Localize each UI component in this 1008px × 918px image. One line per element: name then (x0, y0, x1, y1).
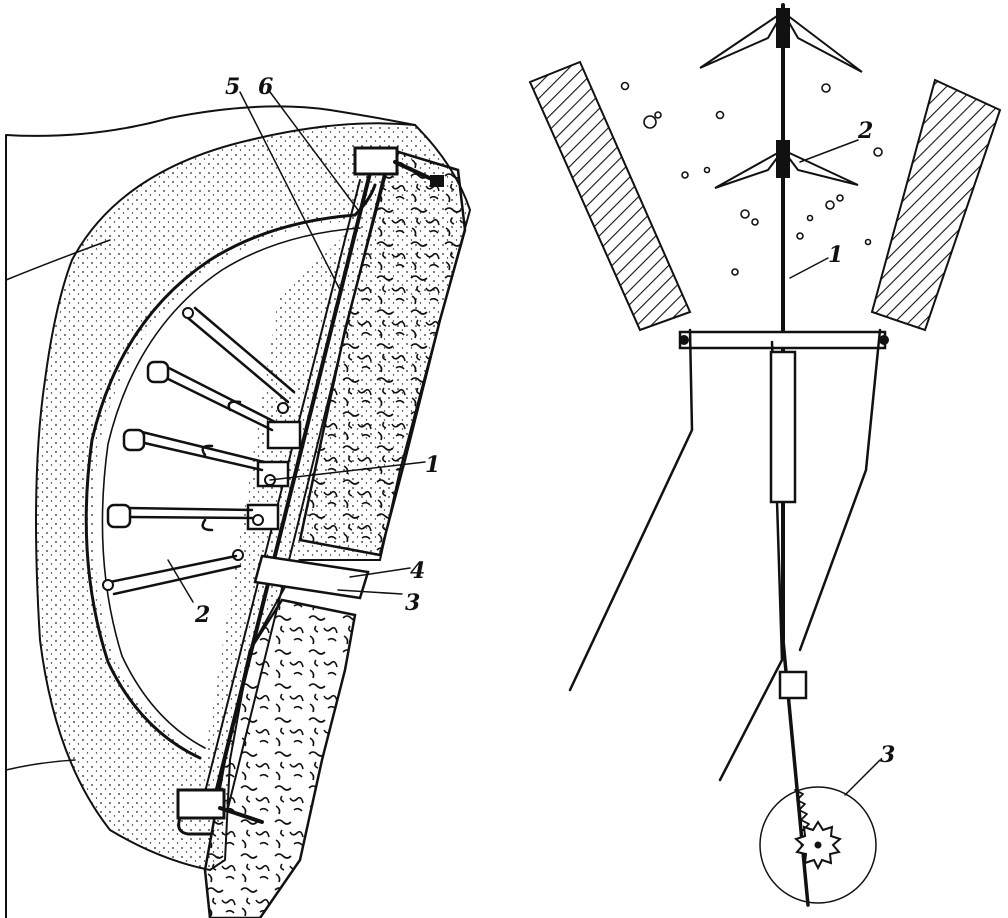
ground-outline (5, 105, 416, 918)
crossbar-bolt-right (879, 335, 889, 345)
chute-right (798, 328, 882, 652)
left-wall (528, 60, 692, 332)
callout-2-left: 2 (194, 602, 210, 628)
callout-1-left: 1 (425, 452, 440, 478)
right-panel: 1 2 3 (528, 3, 1002, 907)
arch-shell (84, 213, 357, 760)
rock-fragments (620, 81, 883, 276)
hydraulic-jacks (106, 360, 277, 532)
sleeve-lower-block (778, 670, 808, 700)
shield-plate-back (227, 169, 386, 809)
bottom-hook (177, 816, 212, 836)
bottom-bracket (176, 788, 226, 820)
arch-top-segment (353, 183, 377, 217)
sliding-sleeve (769, 350, 797, 504)
right-leaders (789, 139, 881, 796)
callout-6-left: 6 (258, 74, 273, 100)
anchor-upper (699, 8, 863, 73)
left-panel: 1 2 3 4 5 6 (5, 74, 472, 918)
struts (102, 306, 296, 596)
callout-3-left: 3 (405, 590, 420, 616)
muck-upper (298, 148, 467, 557)
bottom-bolt (218, 806, 264, 824)
callout-3-right: 3 (880, 742, 895, 768)
anchor-middle (714, 140, 859, 189)
arch-shell-inner (101, 227, 361, 749)
arch-interior (93, 220, 360, 755)
crossbar-bolt-left (679, 335, 689, 345)
gear-axle (814, 841, 822, 849)
callout-1-right: 1 (828, 242, 843, 268)
callout-4-left: 4 (410, 558, 425, 584)
callout-2-right: 2 (857, 118, 873, 144)
shield-plate (211, 163, 374, 807)
shield-plate-inner (202, 179, 361, 801)
right-wall (870, 78, 1002, 332)
top-bolt-head (430, 175, 444, 187)
left-leaders (167, 91, 426, 603)
ground-line-lower (5, 759, 76, 771)
chute-left (568, 328, 694, 692)
top-bracket (353, 146, 399, 176)
plate-clamps (232, 402, 302, 561)
callout-5-left: 5 (225, 74, 240, 100)
hopper-crossbar (678, 330, 887, 350)
cross-beam (253, 554, 370, 600)
gear-wheel (759, 786, 877, 904)
